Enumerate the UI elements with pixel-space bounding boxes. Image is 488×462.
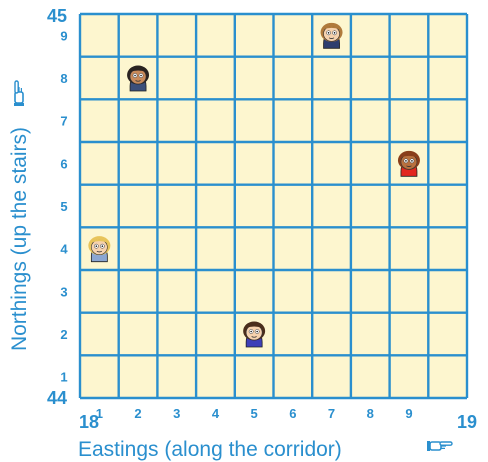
x-axis-end-label: 19 — [457, 412, 477, 432]
x-tick-label: 5 — [251, 406, 258, 421]
x-tick-label: 9 — [405, 406, 412, 421]
pointing-hand-up-icon — [14, 81, 24, 106]
y-axis-end-label: 45 — [47, 6, 67, 26]
character-marker — [88, 236, 110, 262]
y-tick-label: 2 — [60, 327, 67, 342]
x-tick-label: 2 — [134, 406, 141, 421]
x-axis-start-label: 18 — [79, 412, 99, 432]
y-axis-ticks: 1 2 3 4 5 6 7 8 9 — [60, 28, 68, 384]
x-tick-label: 7 — [328, 406, 335, 421]
y-tick-label: 5 — [60, 199, 67, 214]
y-tick-label: 8 — [60, 71, 67, 86]
x-tick-label: 3 — [173, 406, 180, 421]
character-marker — [398, 151, 420, 177]
character-marker — [127, 66, 149, 92]
y-tick-label: 9 — [60, 28, 67, 43]
y-tick-label: 4 — [60, 242, 68, 257]
y-tick-label: 7 — [60, 114, 67, 129]
x-tick-label: 8 — [367, 406, 374, 421]
y-tick-label: 1 — [60, 370, 67, 385]
character-marker — [243, 322, 265, 348]
x-tick-label: 4 — [212, 406, 220, 421]
x-tick-label: 6 — [289, 406, 296, 421]
pointing-hand-right-icon — [427, 441, 452, 451]
y-axis-title: Northings (up the stairs) — [8, 127, 31, 351]
y-tick-label: 6 — [60, 156, 67, 171]
character-marker — [321, 23, 343, 49]
x-axis-title: Eastings (along the corridor) — [78, 438, 342, 461]
y-tick-label: 3 — [60, 284, 67, 299]
y-axis-start-label: 44 — [47, 388, 67, 408]
